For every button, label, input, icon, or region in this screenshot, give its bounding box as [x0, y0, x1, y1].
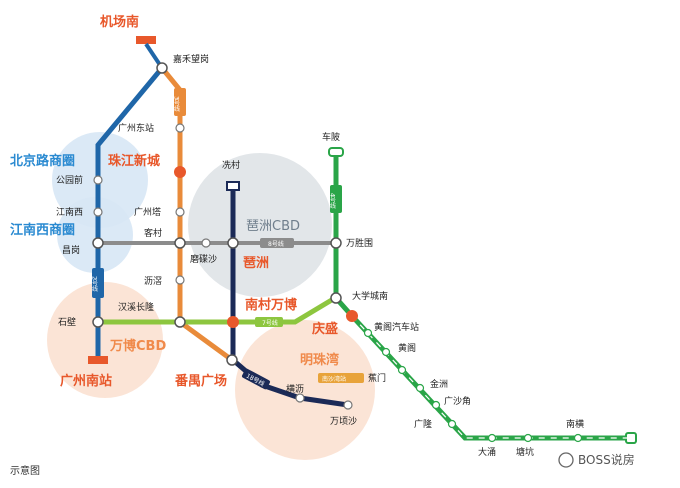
label-hanxi: 汉溪长隆 — [118, 301, 154, 313]
district-beijing-rd: 北京路商圈 — [10, 153, 75, 169]
label-moudiesha: 磨碟沙 — [190, 254, 217, 265]
label-gz-south: 广州南站 — [60, 373, 112, 389]
station-changgang — [92, 237, 104, 249]
label-huangge: 黄阁 — [398, 342, 416, 354]
jiangnanxi-zone — [57, 197, 133, 273]
mingzhuwan-zone — [235, 320, 375, 460]
station-jinzhou — [415, 383, 425, 393]
label-gongyuanqian: 公园前 — [56, 174, 83, 186]
label-shibi: 石壁 — [58, 316, 76, 328]
station-lijiao — [175, 275, 185, 285]
label-chebei: 车陂 — [322, 131, 340, 143]
mzw-sign-text: 南沙湾站 — [322, 375, 346, 383]
station-guanglong — [447, 419, 457, 429]
note-schematic: 示意图 — [10, 464, 40, 477]
district-jiangnanxi: 江南西商圈 — [10, 222, 75, 238]
station-jiaomen — [397, 365, 407, 375]
station-jiangnanxi — [93, 207, 103, 217]
station-gz-east — [175, 123, 185, 133]
mzw-sign — [318, 373, 364, 383]
station-nanheng — [573, 433, 583, 443]
label-univ-s: 大学城南 — [352, 290, 388, 302]
station-nancun — [227, 316, 239, 328]
district-zhujiang: 珠江新城 — [108, 153, 160, 169]
wechat-icon — [558, 452, 574, 468]
label-kecun: 客村 — [144, 227, 162, 239]
label-nancun: 南村万博 — [245, 297, 297, 313]
watermark: BOSS说房 — [578, 452, 635, 467]
line2-tag: 2号线 — [91, 276, 98, 292]
station-panyu — [226, 354, 238, 366]
district-wanbo: 万博CBD — [109, 338, 166, 354]
label-huangge-auto: 黄阁汽车站 — [374, 321, 419, 333]
label-xiancun: 冼村 — [222, 159, 240, 171]
label-jinzhou: 金洲 — [430, 378, 448, 390]
line3 — [160, 66, 234, 363]
label-lijiao: 沥滘 — [144, 276, 162, 287]
label-guangsha: 广沙角 — [444, 395, 471, 407]
station-hengli — [295, 393, 305, 403]
district-pazhou-cbd: 琶洲CBD — [246, 219, 300, 234]
pazhou-zone — [188, 153, 332, 297]
line4-tag: 4号线 — [329, 193, 336, 209]
station-univ-s — [330, 292, 342, 304]
station-moudiesha — [201, 238, 211, 248]
label-wanqingsha: 万顷沙 — [330, 416, 357, 427]
label-jiangnanxi: 江南西 — [56, 206, 83, 218]
label-panyu: 番禺广场 — [174, 373, 227, 389]
station-hanxi — [174, 316, 186, 328]
label-pazhou: 琶洲 — [243, 255, 269, 271]
station-pazhou — [227, 237, 239, 249]
label-wanshengwei: 万胜围 — [346, 238, 373, 249]
station-wanqingsha — [343, 400, 353, 410]
chebei-terminal — [328, 147, 344, 157]
label-changgang: 昌岗 — [62, 245, 80, 256]
line7-tag: 7号线 — [262, 319, 278, 327]
label-tangkeng: 塘坑 — [516, 446, 534, 458]
station-wanshengwei — [330, 237, 342, 249]
label-gz-east: 广州东站 — [118, 122, 154, 134]
label-airport: 机场南 — [100, 14, 139, 30]
station-qingsheng — [346, 310, 358, 322]
line8-tag: 8号线 — [268, 240, 284, 248]
label-gz-tower: 广州塔 — [134, 206, 161, 218]
station-zhujiang — [174, 166, 186, 178]
airport-terminal — [136, 36, 156, 44]
label-datong: 大涌 — [478, 446, 496, 458]
district-mingzhuwan: 明珠湾 — [300, 352, 339, 368]
station-kecun — [174, 237, 186, 249]
xiancun-terminal — [226, 181, 240, 191]
station-datong — [487, 433, 497, 443]
gz-south-terminal — [88, 356, 108, 364]
station-shibi — [92, 316, 104, 328]
line3-tag: 3号线 — [173, 96, 180, 112]
station-huangge — [381, 347, 391, 357]
station-jiahe — [156, 62, 168, 74]
station-gz-tower — [175, 207, 185, 217]
label-jiaomen: 蕉门 — [368, 372, 386, 384]
label-qingsheng: 庆盛 — [311, 321, 338, 337]
label-jiahe: 嘉禾望岗 — [173, 53, 209, 65]
wanbo-zone — [47, 282, 163, 398]
label-hengli: 横沥 — [286, 383, 304, 395]
label-nanheng: 南横 — [566, 418, 584, 430]
station-tangkeng — [523, 433, 533, 443]
label-guanglong: 广隆 — [414, 418, 432, 430]
station-gongyuanqian — [93, 175, 103, 185]
station-guangsha — [431, 400, 441, 410]
station-huangge-auto — [363, 328, 373, 338]
